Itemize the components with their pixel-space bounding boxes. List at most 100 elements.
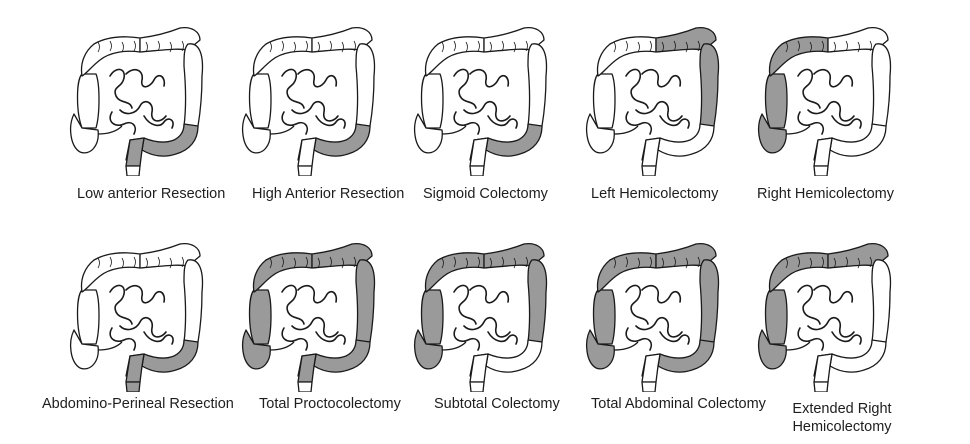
segment-anus [641,381,657,392]
small-bowel-loop [453,111,481,135]
small-bowel-loop [463,316,511,338]
segment-right-transverse-resected [768,252,829,293]
terminal-ileum [613,341,639,351]
segment-right-transverse [80,36,141,77]
small-bowel-loop [641,284,682,304]
small-bowel-loop [807,100,855,122]
haustra-mark [661,41,664,53]
small-bowel-loop [109,284,133,325]
segment-left-transverse [139,26,201,53]
segment-sigmoid [829,123,887,157]
segment-sigmoid-resected [657,339,715,373]
segment-sigmoid [485,339,543,373]
diagram-extended-right-hemicolectomy [748,232,918,392]
segment-ascending [248,73,272,129]
haustra-mark [613,257,616,269]
colon-diagram [413,26,548,176]
small-bowel-loop [659,331,690,345]
small-bowel-loop [625,327,653,351]
small-bowel-loop [297,284,338,304]
segment-ascending [420,73,444,129]
segment-left-transverse [311,26,373,53]
segment-anus [297,381,313,392]
small-bowel-loop [625,68,649,109]
segment-descending [183,259,204,343]
terminal-ileum [269,341,295,351]
small-bowel-loop [797,111,825,135]
small-bowel-loop [109,68,133,109]
diagram-abdomino-perineal-resection [60,232,230,392]
small-bowel-loop [291,316,339,338]
caption-sigmoid-colectomy: Sigmoid Colectomy [423,186,548,202]
haustra-mark [625,256,628,268]
segment-right-transverse [80,252,141,293]
terminal-ileum [441,341,467,351]
haustra-mark [513,41,516,53]
haustra-mark [857,41,860,53]
small-bowel-loop [125,68,166,88]
segment-ascending [592,73,616,129]
haustra-mark [673,256,676,268]
haustra-mark [109,256,112,268]
haustra-mark [353,40,356,52]
haustra-mark [501,256,504,268]
small-bowel-loop [281,68,305,109]
segment-right-transverse-resected [424,252,485,293]
segment-right-transverse [596,36,657,77]
terminal-ileum [785,341,811,351]
small-bowel-loop [281,284,305,325]
colon-diagram [757,242,892,392]
segment-rectum [469,137,489,167]
segment-left-transverse-resected [483,242,545,269]
small-bowel-loop [813,68,854,88]
diagram-sigmoid-colectomy [404,16,574,176]
haustra-mark [637,41,640,53]
segment-left-transverse [483,26,545,53]
diagram-left-hemicolectomy [576,16,746,176]
caption-right-hemicolectomy: Right Hemicolectomy [757,186,894,202]
terminal-ileum [97,125,123,135]
caption-total-proctocolectomy: Total Proctocolectomy [259,396,401,412]
haustra-mark [821,40,824,52]
segment-rectum-resected [125,353,145,383]
haustra-mark [281,40,284,52]
haustra-mark [133,256,136,268]
segment-anus [813,381,829,392]
terminal-ileum [269,125,295,135]
segment-rectum-resected [125,137,145,167]
small-bowel-loop [281,111,309,135]
segment-left-transverse-resected [311,242,373,269]
small-bowel-loop [487,331,518,345]
small-bowel-loop [453,327,481,351]
small-bowel-loop [109,327,137,351]
haustra-mark [269,41,272,53]
small-bowel-loop [119,100,167,122]
small-bowel-loop [807,316,855,338]
small-bowel-loop [641,68,682,88]
terminal-ileum [613,125,639,135]
segment-descending-resected [699,259,720,343]
haustra-mark [833,41,836,53]
haustra-mark [525,256,528,268]
haustra-mark [513,257,516,269]
segment-anus [469,381,485,392]
haustra-mark [465,41,468,53]
haustra-mark [121,41,124,53]
haustra-mark [341,41,344,53]
haustra-mark [281,256,284,268]
colon-diagram [69,242,204,392]
segment-rectum [297,137,317,167]
diagram-total-proctocolectomy [232,232,402,392]
small-bowel-loop [297,68,338,88]
haustra-mark [797,256,800,268]
segment-anus [125,165,141,176]
haustra-mark [489,257,492,269]
haustra-mark [169,257,172,269]
small-bowel-loop [487,115,518,129]
segment-descending [355,43,376,127]
haustra-mark [845,40,848,52]
haustra-mark [293,41,296,53]
haustra-mark [145,41,148,53]
colon-diagram [413,242,548,392]
diagram-right-hemicolectomy [748,16,918,176]
